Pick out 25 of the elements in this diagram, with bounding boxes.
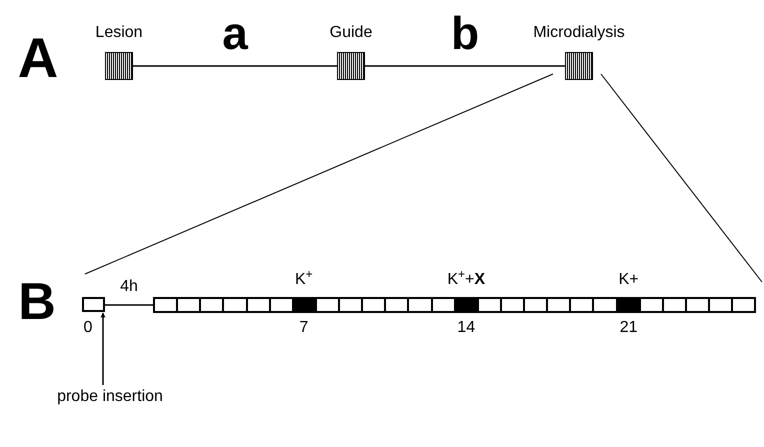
hatched-block [565, 52, 593, 80]
panel-letter: A [18, 30, 58, 86]
connector-line [365, 65, 565, 67]
connector-line [105, 304, 153, 306]
sample-strip [153, 297, 756, 313]
day-number: 14 [457, 320, 476, 336]
panel-letter: B [18, 276, 56, 328]
stage-label: Guide [330, 23, 372, 43]
day-number: 21 [620, 320, 638, 336]
arrow [100, 312, 106, 385]
treatment-label: K$^{+}$+X [447, 272, 486, 288]
connector-line [133, 65, 337, 67]
stage-label: Microdialysis [533, 23, 625, 43]
treatment-label: K+ [618, 272, 639, 288]
edge-label: 4h [120, 279, 138, 295]
edge-label: a [222, 10, 248, 56]
hatched-block [105, 52, 133, 80]
sample-cell [82, 297, 105, 312]
treatment-label: K$^{+}$ [294, 272, 313, 288]
day-number: 7 [299, 320, 308, 336]
edge-label: b [450, 10, 480, 56]
hatched-block [337, 52, 365, 80]
annotation-text: probe insertion [40, 387, 180, 407]
stage-label: Lesion [95, 23, 143, 43]
day-number: 0 [84, 318, 92, 338]
